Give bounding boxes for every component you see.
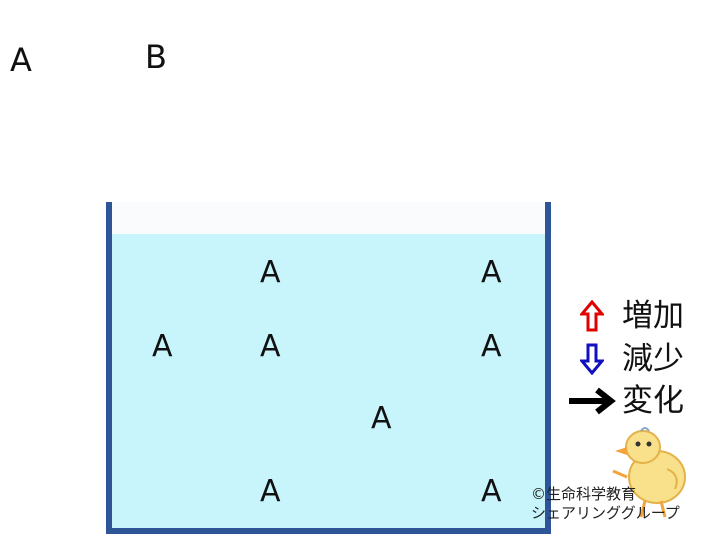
- legend-decrease-label: 減少: [622, 341, 684, 377]
- credit-line-2: シェアリンググループ: [531, 504, 680, 522]
- molecule-a: A: [371, 401, 392, 436]
- down-arrow-outline-icon: [566, 341, 618, 377]
- molecule-a: A: [481, 255, 502, 290]
- legend-change: 変化: [566, 381, 684, 421]
- credit: ©生命科学教育 シェアリンググループ: [531, 485, 680, 523]
- legend-increase: 増加: [566, 296, 684, 336]
- up-arrow-outline-icon: [566, 298, 618, 334]
- label-a: A: [10, 41, 32, 79]
- legend-change-label: 変化: [622, 383, 684, 419]
- molecule-a: A: [481, 329, 502, 364]
- beaker: A A A A A A A A: [106, 202, 551, 534]
- molecule-a: A: [260, 474, 281, 509]
- label-b: B: [145, 38, 167, 76]
- legend-decrease: 減少: [566, 339, 684, 379]
- molecule-a: A: [152, 329, 173, 364]
- water: [112, 234, 545, 528]
- molecule-a: A: [260, 329, 281, 364]
- right-arrow-icon: [566, 383, 618, 419]
- chick-icon: [605, 425, 700, 529]
- molecule-a: A: [481, 474, 502, 509]
- molecule-a: A: [260, 255, 281, 290]
- credit-line-1: ©生命科学教育: [531, 485, 637, 503]
- legend-increase-label: 増加: [622, 298, 684, 334]
